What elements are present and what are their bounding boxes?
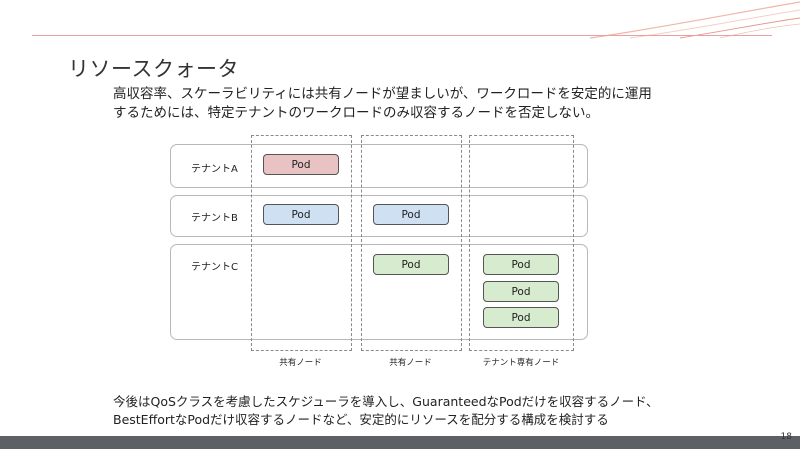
node-column-shared-2 <box>361 135 462 351</box>
tenant-label-a: テナントA <box>191 164 238 175</box>
slide-title: リソースクォータ <box>68 57 239 81</box>
node-label-shared-1: 共有ノード <box>279 358 322 368</box>
footer-note: 今後はQoSクラスを考慮したスケジューラを導入し、GuaranteedなPodだ… <box>113 394 659 427</box>
pod-tenant-c: Pod <box>483 281 559 302</box>
header-divider <box>32 35 772 36</box>
tenant-row-c <box>170 244 588 340</box>
pod-tenant-c: Pod <box>373 254 449 275</box>
pod-tenant-c: Pod <box>483 254 559 275</box>
pod-tenant-c: Pod <box>483 307 559 328</box>
pod-tenant-b: Pod <box>263 204 339 225</box>
node-label-shared-2: 共有ノード <box>389 358 432 368</box>
pod-tenant-b: Pod <box>373 204 449 225</box>
node-column-dedicated <box>469 135 574 351</box>
decorative-swoosh <box>589 1 800 39</box>
tenant-row-b <box>170 195 588 237</box>
tenant-label-b: テナントB <box>191 213 238 224</box>
node-column-shared-1 <box>251 135 352 351</box>
intro-text: 高収容率、スケーラビリティには共有ノードが望ましいが、ワークロードを安定的に運用… <box>113 86 652 121</box>
tenant-label-c: テナントC <box>191 262 238 273</box>
page-number: 18 <box>780 432 792 442</box>
pod-tenant-a: Pod <box>263 154 339 175</box>
node-label-dedicated: テナント専有ノード <box>482 358 560 368</box>
tenant-row-a <box>170 144 588 188</box>
bottom-bar <box>0 436 800 449</box>
